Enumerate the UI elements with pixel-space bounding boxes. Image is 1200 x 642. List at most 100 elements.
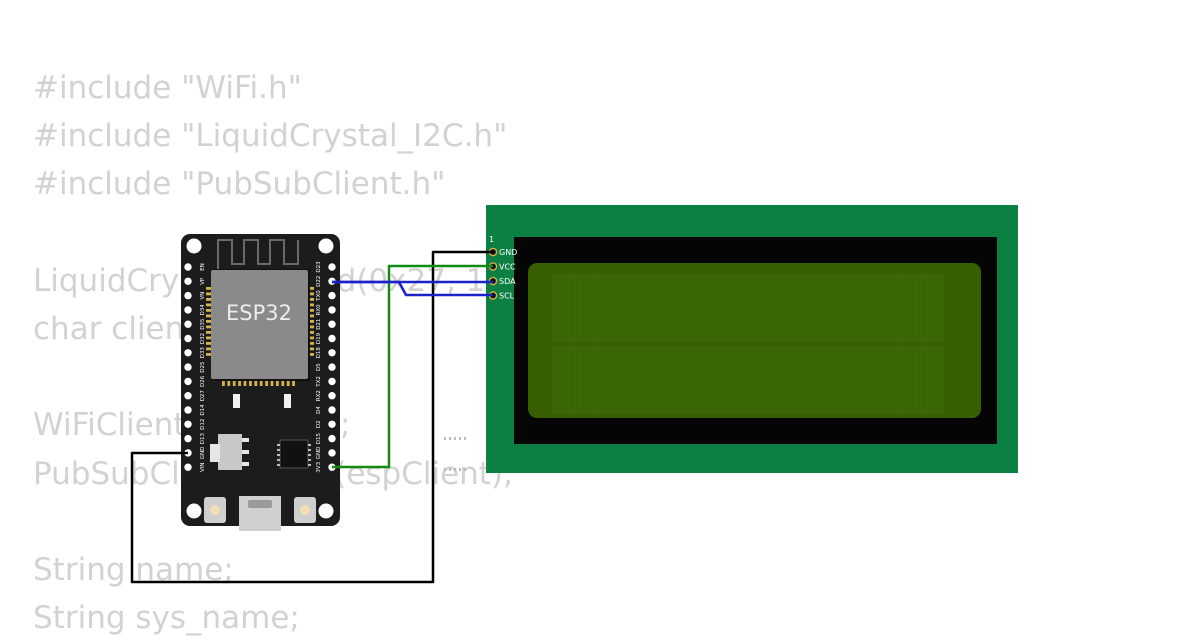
esp32-pin[interactable] xyxy=(328,306,336,314)
module-pad xyxy=(206,320,212,323)
esp32-pin[interactable] xyxy=(328,449,336,457)
qfn-lead xyxy=(277,459,280,461)
esp32-pin[interactable] xyxy=(184,377,192,386)
esp32-pin-label: GND xyxy=(316,447,322,460)
esp32-pin-label: D12 xyxy=(200,419,206,430)
esp32-pin[interactable] xyxy=(184,334,192,343)
lcd-char-cell xyxy=(920,274,944,342)
usb-serial-chip xyxy=(277,437,466,471)
regulator-lead xyxy=(242,462,249,466)
module-pad xyxy=(308,298,314,301)
lcd-char-cell xyxy=(675,274,699,342)
module-pad xyxy=(227,380,231,386)
qfn-lead xyxy=(277,464,280,466)
esp32-pin[interactable] xyxy=(328,377,336,386)
esp32-pin[interactable] xyxy=(328,434,336,443)
esp32-pin[interactable] xyxy=(184,434,192,443)
esp32-pin[interactable] xyxy=(328,291,336,300)
module-pad xyxy=(308,320,314,323)
esp32-pin-label: D33 xyxy=(200,347,206,359)
module-pad xyxy=(249,380,252,386)
esp32-pin[interactable] xyxy=(328,392,336,400)
esp32-pin-label: D5 xyxy=(316,363,322,371)
module-pad xyxy=(206,325,212,329)
reset-button-cap xyxy=(300,505,310,515)
module-pad xyxy=(206,353,212,356)
esp32-pin-label: D34 xyxy=(200,304,206,316)
lcd-char-cell xyxy=(601,274,625,342)
qfn-lead xyxy=(454,468,456,471)
qfn-lead xyxy=(449,437,451,440)
esp32-pin[interactable] xyxy=(184,320,192,328)
module-pad xyxy=(292,380,295,386)
esp32-pin[interactable] xyxy=(184,363,192,371)
module-pad xyxy=(206,292,212,296)
esp32-pin[interactable] xyxy=(328,334,336,343)
module-pad xyxy=(265,380,268,386)
esp32-pin-label: EN xyxy=(200,263,206,271)
esp32-pin-label: D35 xyxy=(200,318,206,330)
lcd-char-cell xyxy=(675,346,699,414)
lcd-char-cell xyxy=(822,274,846,342)
qfn-lead xyxy=(277,454,280,456)
esp32-pin[interactable] xyxy=(184,463,192,471)
lcd-char-cell xyxy=(822,346,846,414)
lcd-char-cell xyxy=(797,274,821,342)
lcd-char-cell xyxy=(699,274,723,342)
code-line: #include "LiquidCrystal_I2C.h" xyxy=(33,118,508,155)
wire-scl[interactable] xyxy=(332,280,493,297)
module-pad xyxy=(281,380,285,386)
qfn-lead xyxy=(308,454,311,456)
esp32-pin[interactable] xyxy=(184,392,192,400)
esp32-pin[interactable] xyxy=(184,291,192,300)
esp32-pin[interactable] xyxy=(184,349,192,357)
smd-part xyxy=(284,394,291,408)
esp32-board[interactable]: ESP32 ENVPVND34D35D32D33D25D26D27D14D12D… xyxy=(181,234,466,531)
lcd-char-cell xyxy=(552,346,576,414)
lcd-char-cell xyxy=(577,346,601,414)
esp32-pin-label: D27 xyxy=(200,390,206,402)
esp32-pin-label: D14 xyxy=(200,404,206,416)
lcd-char-cell xyxy=(650,274,674,342)
module-pad xyxy=(206,314,212,318)
module-pad xyxy=(206,342,212,345)
esp32-pin[interactable] xyxy=(328,363,336,371)
esp32-pin[interactable] xyxy=(184,306,192,314)
lcd-char-cell xyxy=(871,274,895,342)
smd-part xyxy=(233,394,240,408)
esp32-pin[interactable] xyxy=(328,320,336,328)
module-pad xyxy=(206,303,212,307)
module-pad xyxy=(276,380,279,386)
qfn-lead xyxy=(277,449,280,451)
module-pad xyxy=(308,309,314,312)
lcd-char-cell xyxy=(797,346,821,414)
esp32-pin-label: D2 xyxy=(316,420,322,428)
mounting-hole xyxy=(318,238,334,254)
chip-shield xyxy=(211,270,308,379)
esp32-pin[interactable] xyxy=(184,420,192,428)
lcd-pin1-label: 1 xyxy=(489,235,494,244)
module-pad xyxy=(206,309,212,312)
esp32-pin[interactable] xyxy=(184,406,192,414)
wire-vcc[interactable] xyxy=(332,264,493,469)
esp32-pin[interactable] xyxy=(328,349,336,357)
esp32-pin[interactable] xyxy=(328,420,336,428)
qfn-lead xyxy=(444,437,446,440)
code-line: #include "WiFi.h" xyxy=(33,70,302,106)
wire-gnd[interactable] xyxy=(130,250,493,584)
lcd-char-cell xyxy=(552,274,576,342)
esp32-pin-label: D25 xyxy=(200,361,206,373)
qfn-lead xyxy=(277,444,280,446)
esp32-pin[interactable] xyxy=(328,406,336,414)
lcd-char-cell xyxy=(601,346,625,414)
esp32-pin[interactable] xyxy=(184,263,192,271)
esp32-pin-label: D32 xyxy=(200,333,206,344)
esp32-pin[interactable] xyxy=(328,263,336,271)
esp32-pin-label: D21 xyxy=(316,319,322,330)
esp32-pin[interactable] xyxy=(184,277,192,285)
esp32-pin-label: RX0 xyxy=(316,304,322,316)
qfn-lead xyxy=(308,449,311,451)
module-pad xyxy=(308,314,314,318)
